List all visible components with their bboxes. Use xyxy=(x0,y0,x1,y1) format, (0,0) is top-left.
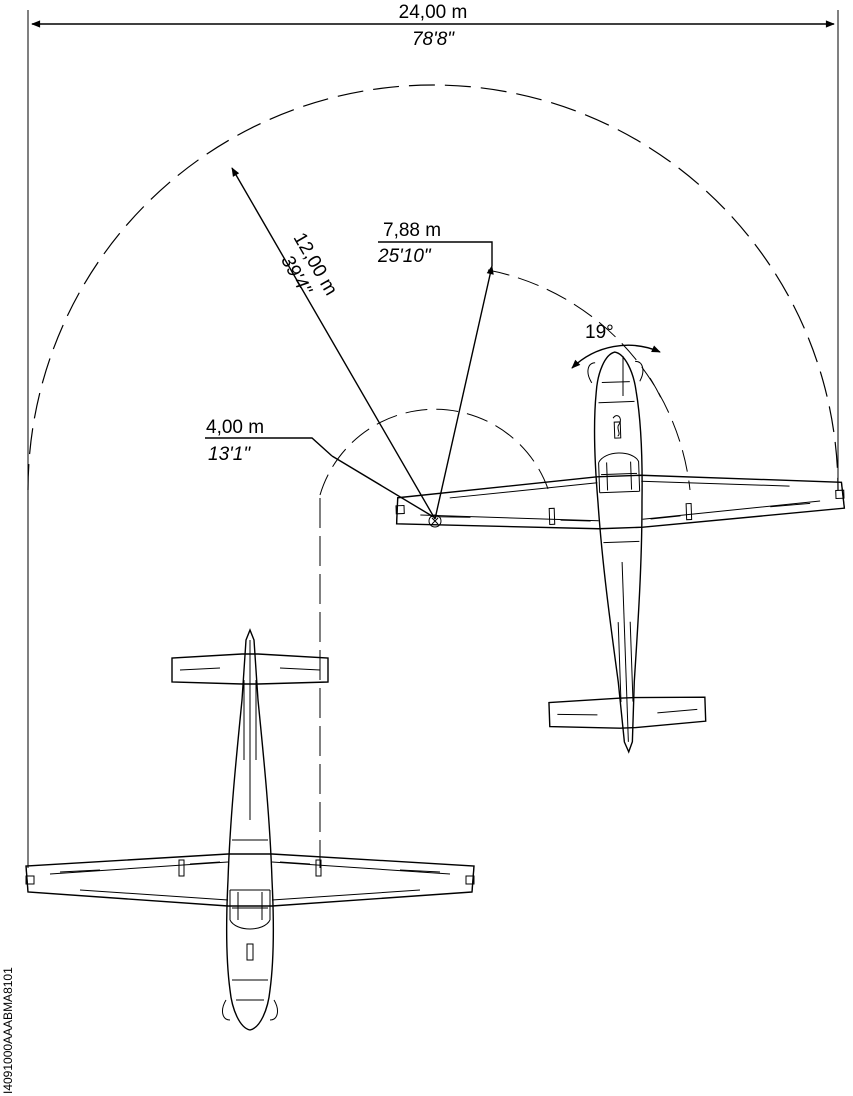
nose-radius-imperial: 25'10" xyxy=(377,246,432,267)
inner-radius-imperial: 13'1" xyxy=(208,444,251,465)
span-metric-label: 24,00 m xyxy=(399,2,468,23)
steering-angle-label: 19° xyxy=(585,322,614,343)
aircraft-turned xyxy=(390,343,853,761)
nose-radius-metric: 7,88 m xyxy=(383,220,441,241)
span-dimension: 24,00 m 78'8" xyxy=(27,2,839,868)
turning-arcs xyxy=(27,84,839,868)
nose-radius-label: 7,88 m 25'10" xyxy=(377,220,441,267)
outer-radius-label: 12,00 m 39'4" xyxy=(276,229,341,300)
span-imperial-label: 78'8" xyxy=(412,29,455,50)
inner-radius-label: 4,00 m 13'1" xyxy=(206,417,264,465)
steering-angle: 19° xyxy=(571,322,661,396)
inner-radius-metric: 4,00 m xyxy=(206,417,264,438)
radius-lines xyxy=(205,167,494,528)
drawing-code: I4091000AAABMA8101 xyxy=(1,967,15,1094)
aircraft-initial xyxy=(25,629,475,1031)
